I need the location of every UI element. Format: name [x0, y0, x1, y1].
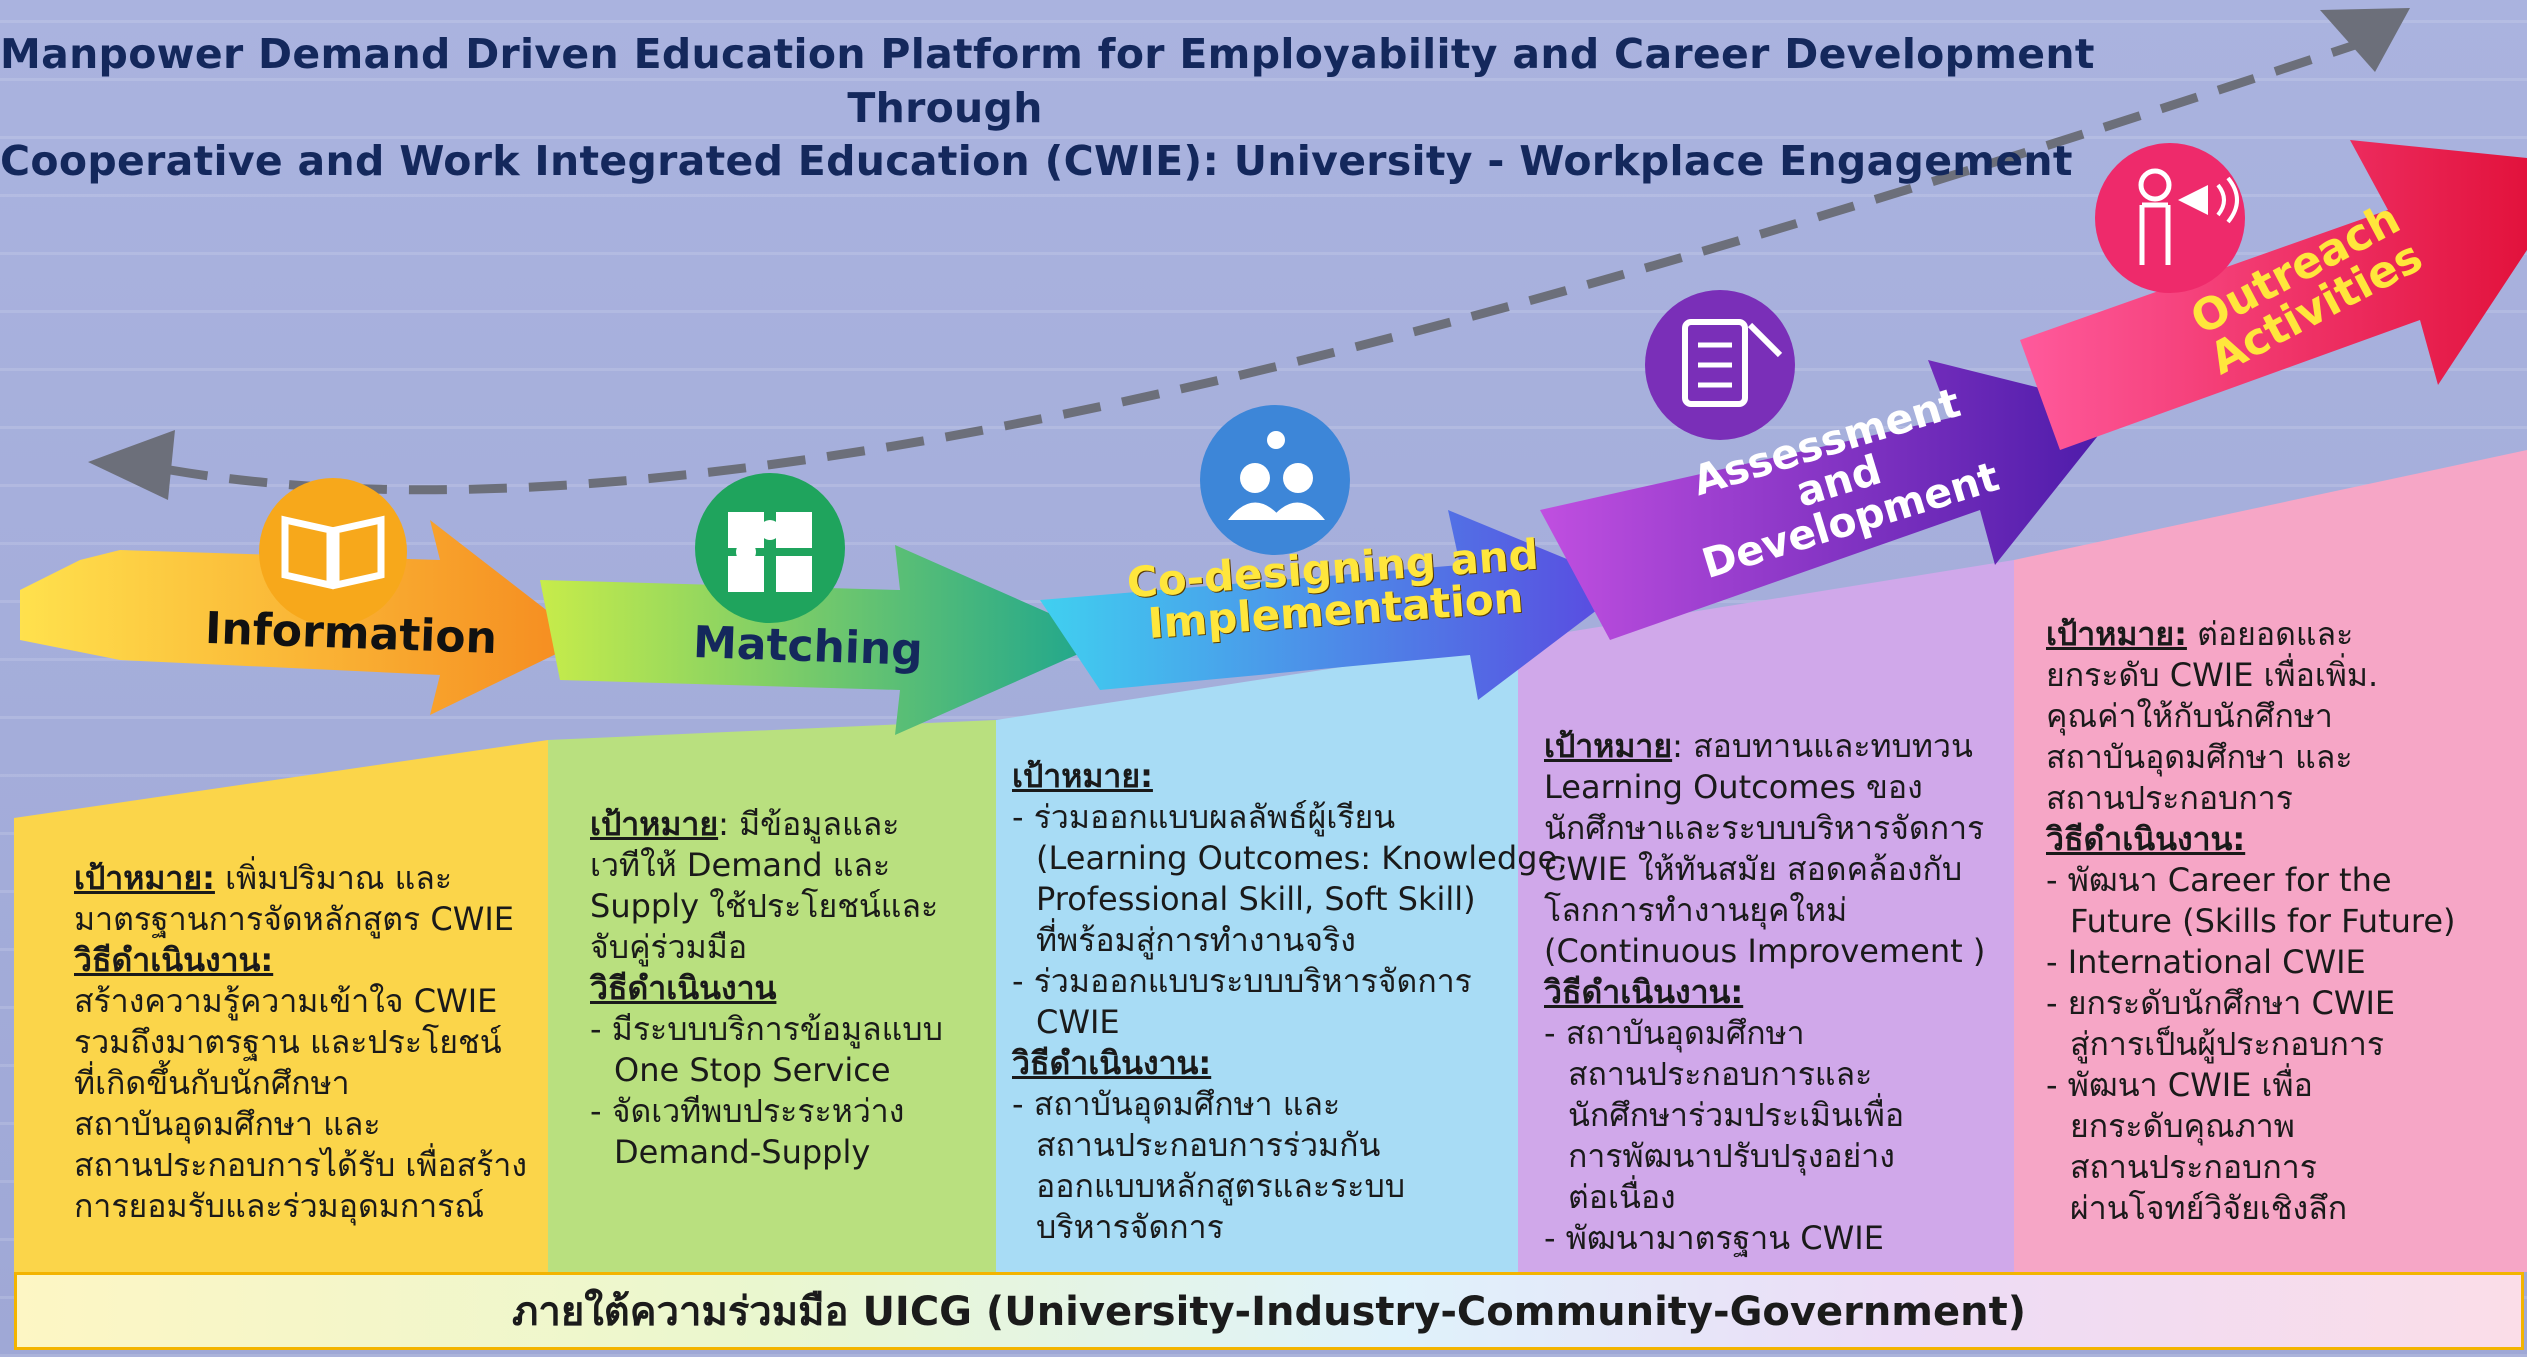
arrow-outreach — [2020, 140, 2527, 450]
panel-4-method-line: สถานประกอบการและ — [1568, 1055, 1873, 1093]
panel-4-goal-line: นักศึกษาและระบบบริหารจัดการ — [1544, 809, 1985, 847]
panel-1-goal-head: เป้าหมาย: — [74, 859, 215, 897]
arc-start-arrowhead — [88, 430, 175, 500]
panel-5-bg — [2014, 450, 2527, 1272]
panel-3-method-head: วิธีดำเนินงาน: — [1012, 1044, 1212, 1082]
panel-5-goal-line: คุณค่าให้กับนักศึกษา — [2046, 697, 2333, 735]
panel-4-goal-line: โลกการทำงานยุคใหม่ — [1544, 891, 1848, 929]
panel-1-method-head: วิธีดำเนินงาน: — [74, 941, 274, 979]
panel-2-text: เป้าหมาย: มีข้อมูลและ เวทีให้ Demand และ… — [590, 804, 943, 1173]
panel-5-method-head: วิธีดำเนินงาน: — [2046, 820, 2246, 858]
panel-1-method-line: สถาบันอุดมศึกษา และ — [74, 1105, 381, 1143]
panel-5-method-line: - พัฒนา Career for the — [2046, 861, 2392, 899]
footer-text: ภายใต้ความร่วมมือ UICG (University-Indus… — [512, 1289, 2026, 1335]
panel-3-goal-head: เป้าหมาย: — [1012, 757, 1153, 795]
panel-1-text: เป้าหมาย: เพิ่มปริมาณ และ มาตรฐานการจัดห… — [74, 858, 527, 1227]
panel-1-method-line: สถานประกอบการได้รับ เพื่อสร้าง — [74, 1146, 527, 1184]
arrow-codesigning — [1040, 510, 1630, 700]
panel-5-method-line: ผ่านโจทย์วิจัยเชิงลึก — [2070, 1189, 2348, 1227]
panel-5-text: เป้าหมาย: ต่อยอดและ ยกระดับ CWIE เพื่อเพ… — [2046, 614, 2455, 1229]
title-line-2: Through — [847, 84, 1043, 132]
checklist-icon — [1645, 290, 1795, 440]
panel-5-method-line: - ยกระดับนักศึกษา CWIE — [2046, 984, 2396, 1022]
dashed-progress-arc — [169, 35, 2372, 495]
panel-5-method-line: ยกระดับคุณภาพ — [2070, 1107, 2295, 1145]
panel-3-text: เป้าหมาย: - ร่วมออกแบบผลลัพธ์ผู้เรียน (L… — [1012, 756, 1567, 1248]
panel-2-bg — [548, 720, 996, 1272]
panel-4-method-line: ต่อเนื่อง — [1568, 1178, 1676, 1216]
title-line-3: Cooperative and Work Integrated Educatio… — [0, 137, 2073, 185]
panel-5-goal-line: สถานประกอบการ — [2046, 779, 2293, 817]
panel-1-method-line: ที่เกิดขึ้นกับนักศึกษา — [74, 1064, 350, 1102]
panel-5-goal-line: สถาบันอุดมศึกษา และ — [2046, 738, 2353, 776]
panel-5-goal-line: ต่อยอดและ — [2186, 615, 2354, 653]
panel-1-goal: เป้าหมาย: เพิ่มปริมาณ และ — [74, 858, 527, 899]
panel-5-method-line: - พัฒนา CWIE เพื่อ — [2046, 1066, 2313, 1104]
panel-4-goal-line: : สอบทานและทบทวน — [1672, 727, 1973, 765]
panel-2-goal-line: จับคู่ร่วมมือ — [590, 928, 748, 966]
team-idea-icon — [1200, 405, 1350, 555]
stage-label-matching: Matching — [692, 617, 924, 676]
panel-2-goal-line: Supply ใช้ประโยชน์และ — [590, 887, 939, 925]
panel-4-method-head: วิธีดำเนินงาน: — [1544, 973, 1744, 1011]
puzzle-icon — [695, 473, 845, 623]
book-icon — [259, 478, 407, 626]
stage-label-information: Information — [204, 602, 498, 665]
panel-2-method-line: One Stop Service — [614, 1051, 891, 1089]
panel-3-goal-line: - ร่วมออกแบบผลลัพธ์ผู้เรียน — [1012, 798, 1396, 836]
panel-3-method-line: ออกแบบหลักสูตรและระบบ — [1036, 1167, 1406, 1205]
panel-2-method-line: Demand-Supply — [614, 1133, 871, 1171]
panel-1-method-line: การยอมรับและร่วมอุดมการณ์ — [74, 1187, 485, 1225]
panel-3-goal-line: ที่พร้อมสู่การทำงานจริง — [1036, 921, 1356, 959]
panel-2-goal-line: : มีข้อมูลและ — [718, 805, 900, 843]
panel-2-goal: เป้าหมาย: มีข้อมูลและ — [590, 804, 943, 845]
panel-1-bg — [14, 740, 548, 1272]
panel-5-goal-head: เป้าหมาย: — [2046, 615, 2187, 653]
panel-2-method-line: - จัดเวทีพบประระหว่าง — [590, 1092, 905, 1130]
panel-4-goal-line: (Continuous Improvement ) — [1544, 932, 1986, 970]
panel-4-method-line: นักศึกษาร่วมประเมินเพื่อ — [1568, 1096, 1905, 1134]
footer-bar: ภายใต้ความร่วมมือ UICG (University-Indus… — [14, 1272, 2524, 1350]
panel-3-method-line: สถานประกอบการร่วมกัน — [1036, 1126, 1381, 1164]
panel-5-method-line: สถานประกอบการ — [2070, 1148, 2317, 1186]
arrow-assessment — [1540, 360, 2120, 640]
panel-3-bg — [996, 640, 1518, 1272]
panel-4-bg — [1518, 560, 2014, 1272]
panel-2-goal-head: เป้าหมาย — [590, 805, 719, 843]
megaphone-person-icon — [2095, 143, 2245, 293]
arrow-matching — [540, 545, 1110, 735]
title-line-1: Manpower Demand Driven Education Platfor… — [0, 30, 2095, 78]
panel-5-goal: เป้าหมาย: ต่อยอดและ — [2046, 614, 2455, 655]
panel-3-goal-line: (Learning Outcomes: Knowledge, — [1036, 839, 1568, 877]
panel-2-method-line: - มีระบบบริการข้อมูลแบบ — [590, 1010, 943, 1048]
panel-4-text: เป้าหมาย: สอบทานและทบทวน Learning Outcom… — [1544, 726, 1985, 1259]
panel-4-method-line: การพัฒนาปรับปรุงอย่าง — [1568, 1137, 1895, 1175]
panel-3-goal-line: Professional Skill, Soft Skill) — [1036, 880, 1476, 918]
arc-end-arrowhead — [2320, 8, 2410, 72]
panel-3-method-line: บริหารจัดการ — [1036, 1208, 1224, 1246]
panel-4-goal-line: CWIE ให้ทันสมัย สอดคล้องกับ — [1544, 850, 1963, 888]
panel-5-method-line: สู่การเป็นผู้ประกอบการ — [2070, 1025, 2385, 1063]
panel-1-method-line: สร้างความรู้ความเข้าใจ CWIE — [74, 982, 498, 1020]
panel-1-method-line: รวมถึงมาตรฐาน และประโยชน์ — [74, 1023, 502, 1061]
panel-2-method-head: วิธีดำเนินงาน — [590, 969, 777, 1007]
panel-1-goal-line: มาตรฐานการจัดหลักสูตร CWIE — [74, 900, 514, 938]
panel-4-goal-line: Learning Outcomes ของ — [1544, 768, 1923, 806]
panel-5-goal-line: ยกระดับ CWIE เพื่อเพิ่ม. — [2046, 656, 2379, 694]
panel-4-method-line: - สถาบันอุดมศึกษา — [1544, 1014, 1805, 1052]
panel-3-method-line: - สถาบันอุดมศึกษา และ — [1012, 1085, 1341, 1123]
panel-4-method-line: - พัฒนามาตรฐาน CWIE — [1544, 1219, 1884, 1257]
panel-1-goal-line: เพิ่มปริมาณ และ — [214, 859, 453, 897]
panel-5-method-line: Future (Skills for Future) — [2070, 902, 2456, 940]
panel-4-goal-head: เป้าหมาย — [1544, 727, 1673, 765]
panel-3-goal-line: - ร่วมออกแบบระบบบริหารจัดการ — [1012, 962, 1472, 1000]
panel-4-goal: เป้าหมาย: สอบทานและทบทวน — [1544, 726, 1985, 767]
panel-5-method-line: - International CWIE — [2046, 943, 2366, 981]
panel-3-goal-line: CWIE — [1036, 1003, 1120, 1041]
panel-2-goal-line: เวทีให้ Demand และ — [590, 846, 891, 884]
